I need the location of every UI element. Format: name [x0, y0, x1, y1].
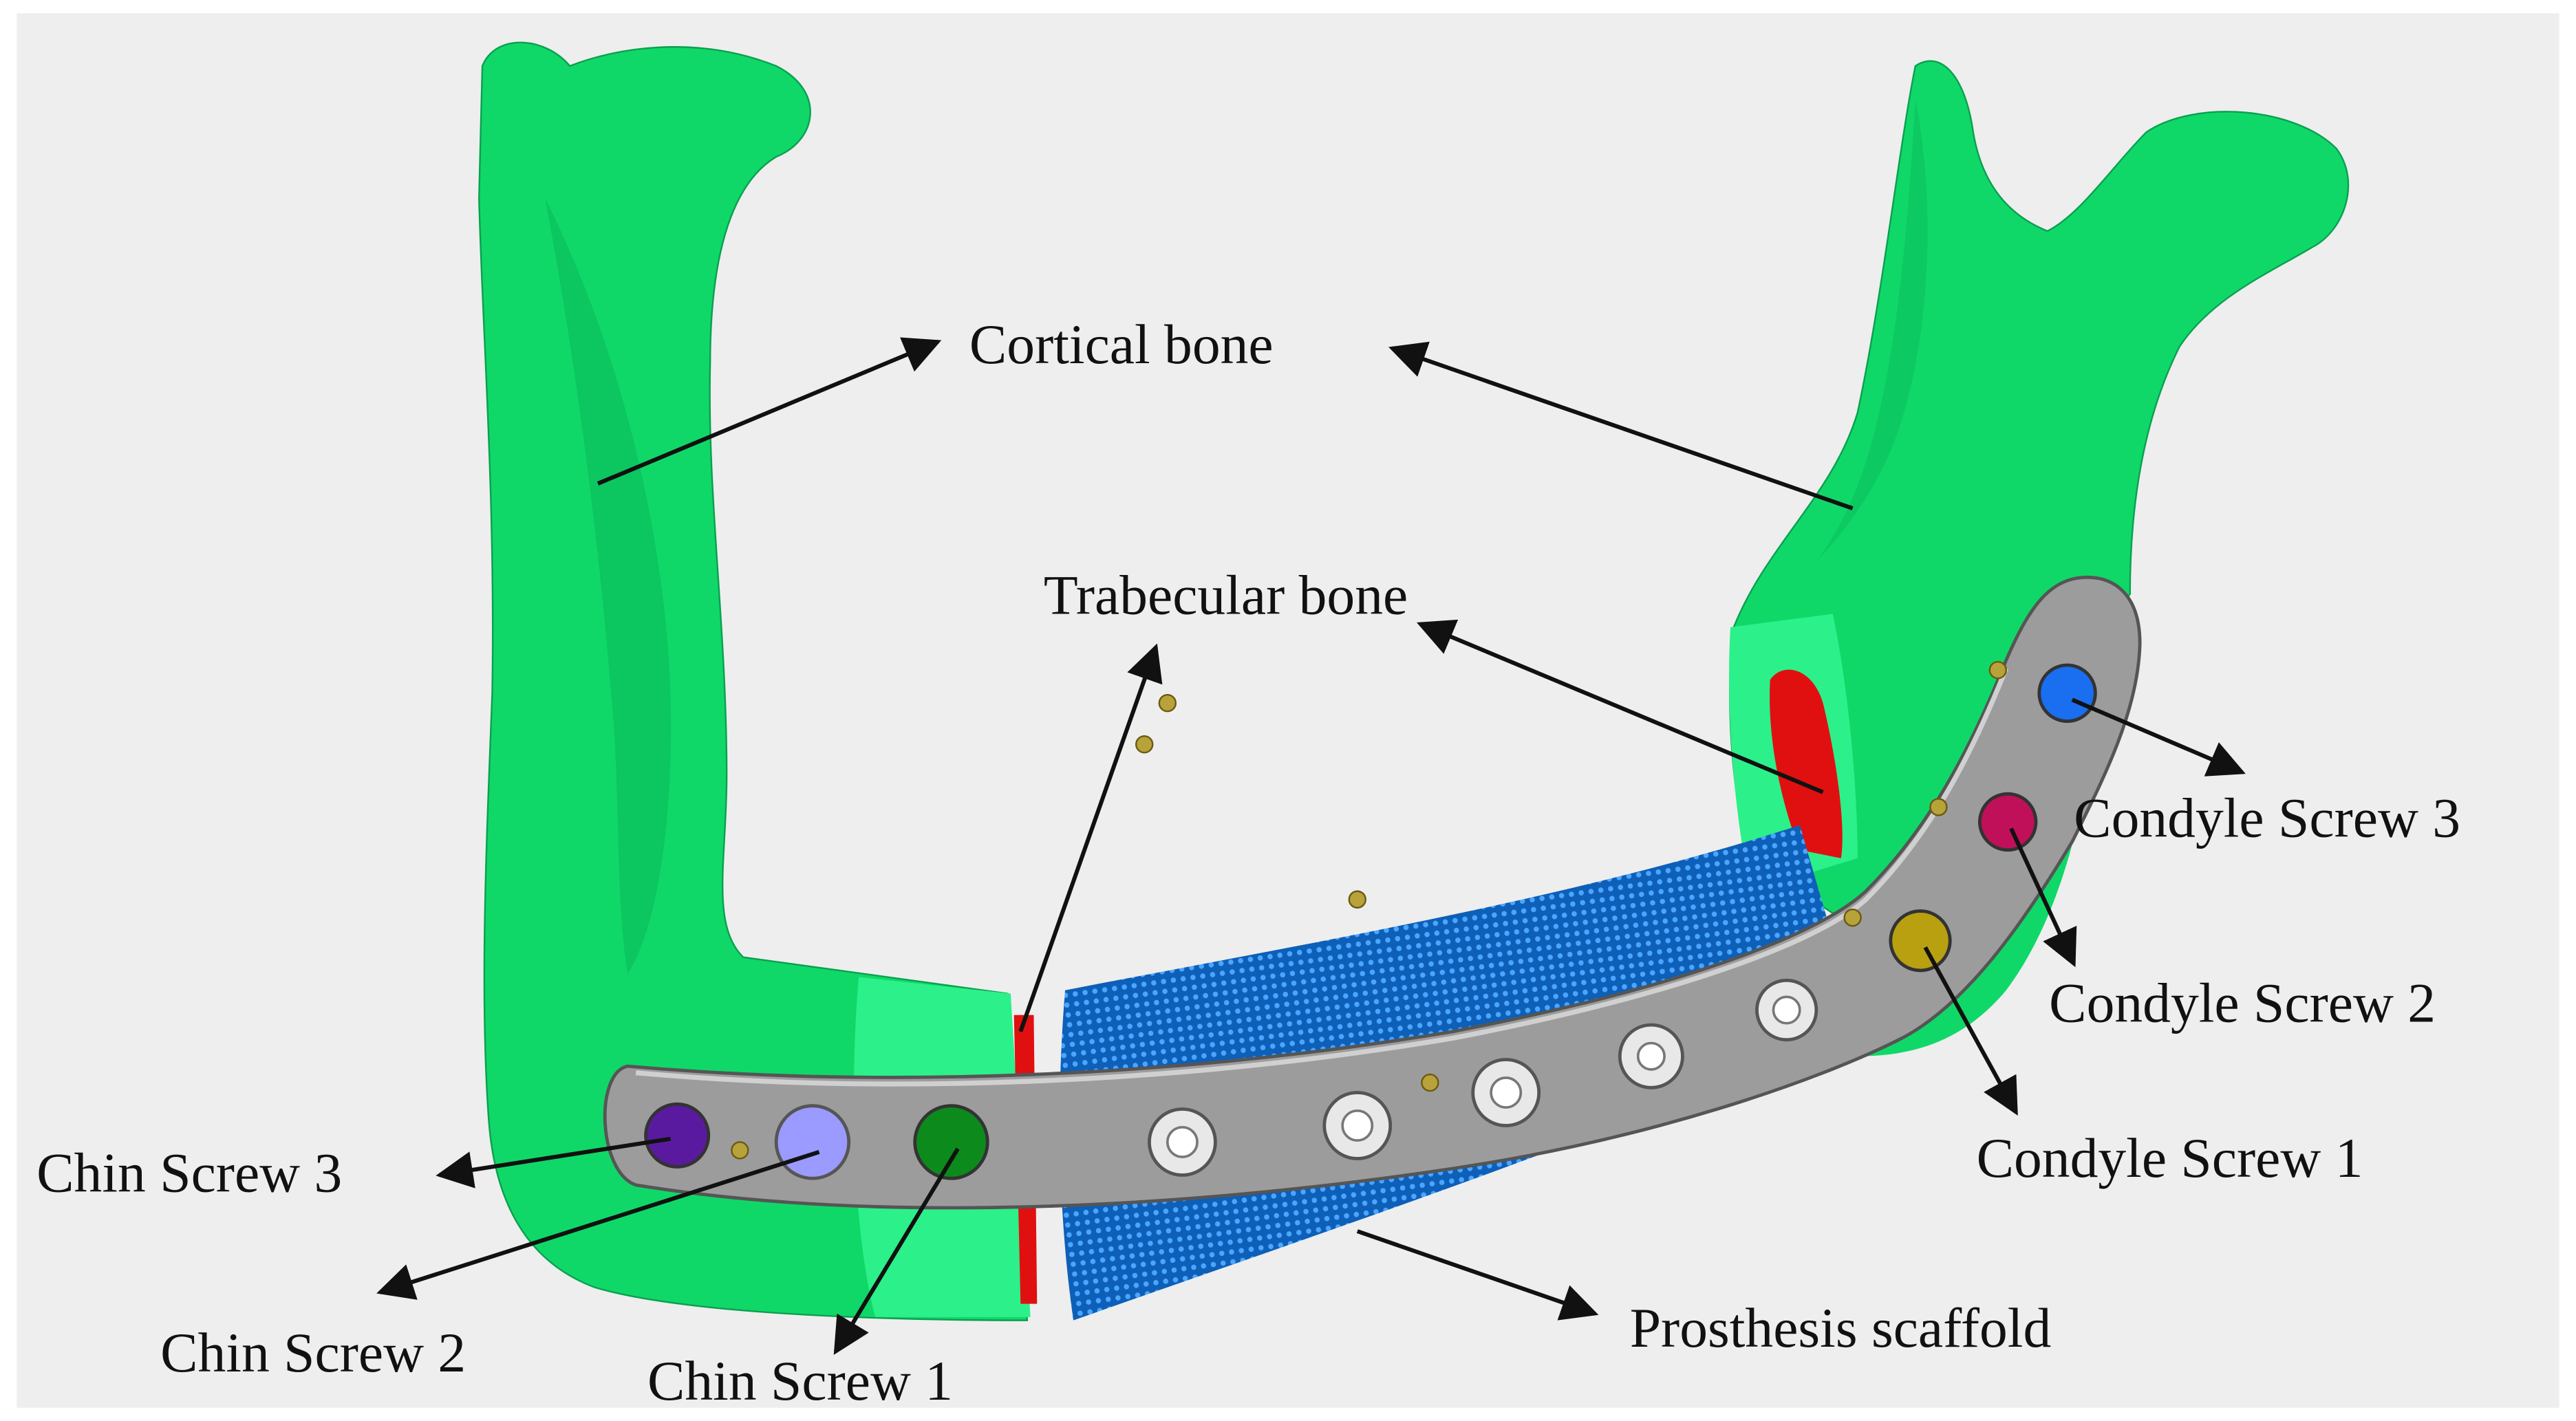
arrow-condyle-3 — [2071, 697, 2246, 777]
chin-screw-3 — [644, 1102, 711, 1169]
marker-dot — [1929, 798, 1948, 816]
screw-hole-center — [1636, 1041, 1666, 1071]
marker-dot — [1135, 735, 1154, 754]
right-ramus-shading — [1816, 98, 1928, 561]
label-chin-screw-3: Chin Screw 3 — [36, 1141, 342, 1204]
trabecular-bone-right — [1770, 669, 1843, 858]
plate-edge-highlight — [635, 667, 2009, 1087]
marker-dot — [1421, 1073, 1439, 1092]
label-chin-screw-1: Chin Screw 1 — [647, 1349, 953, 1412]
marker-dot — [1843, 908, 1862, 927]
left-ramus-shading — [545, 197, 672, 974]
label-trabecular-bone: Trabecular bone — [1044, 564, 1408, 627]
condyle-screw-1 — [1889, 909, 1952, 973]
screw-hole-center — [1490, 1076, 1523, 1109]
arrow-chin-2 — [376, 1150, 820, 1300]
arrow-cortical-left — [597, 337, 942, 486]
arrow-trabecular-left — [1018, 643, 1163, 1032]
arrow-scaffold — [1356, 1229, 1599, 1321]
right-ramus-cortical-bone — [1729, 60, 2350, 926]
marker-dots — [731, 661, 2007, 1160]
arrow-trabecular-right — [1416, 619, 1824, 794]
label-condyle-screw-2: Condyle Screw 2 — [2049, 971, 2436, 1034]
marker-dot — [1348, 890, 1366, 909]
marker-dot — [1158, 694, 1177, 713]
marker-dot — [1988, 661, 2007, 680]
titanium-plate — [603, 575, 2142, 1210]
label-prosthesis-scaffold: Prosthesis scaffold — [1630, 1297, 2052, 1359]
label-condyle-screw-1: Condyle Screw 1 — [1977, 1127, 2363, 1189]
arrow-chin-3 — [436, 1136, 672, 1189]
screw-hole-center — [1166, 1126, 1199, 1158]
arrow-cortical-right — [1388, 341, 1854, 510]
marker-dot — [731, 1141, 749, 1160]
arrow-chin-1 — [833, 1147, 960, 1355]
chin-screw-2 — [774, 1104, 851, 1180]
screw-hole-centers — [1166, 995, 1801, 1158]
screw-hole-center — [1772, 995, 1801, 1025]
arrow-condyle-2 — [2009, 827, 2077, 968]
label-chin-screw-2: Chin Screw 2 — [160, 1321, 466, 1384]
leader-arrows — [376, 337, 2246, 1355]
condyle-screw-3 — [2037, 663, 2097, 723]
label-condyle-screw-3: Condyle Screw 3 — [2074, 787, 2460, 849]
chin-screw-1 — [913, 1104, 989, 1180]
label-cortical-bone: Cortical bone — [969, 313, 1274, 376]
screw-hole-center — [1341, 1109, 1374, 1142]
arrow-condyle-1 — [1923, 946, 2018, 1116]
condyle-screw-2 — [1978, 792, 2038, 852]
